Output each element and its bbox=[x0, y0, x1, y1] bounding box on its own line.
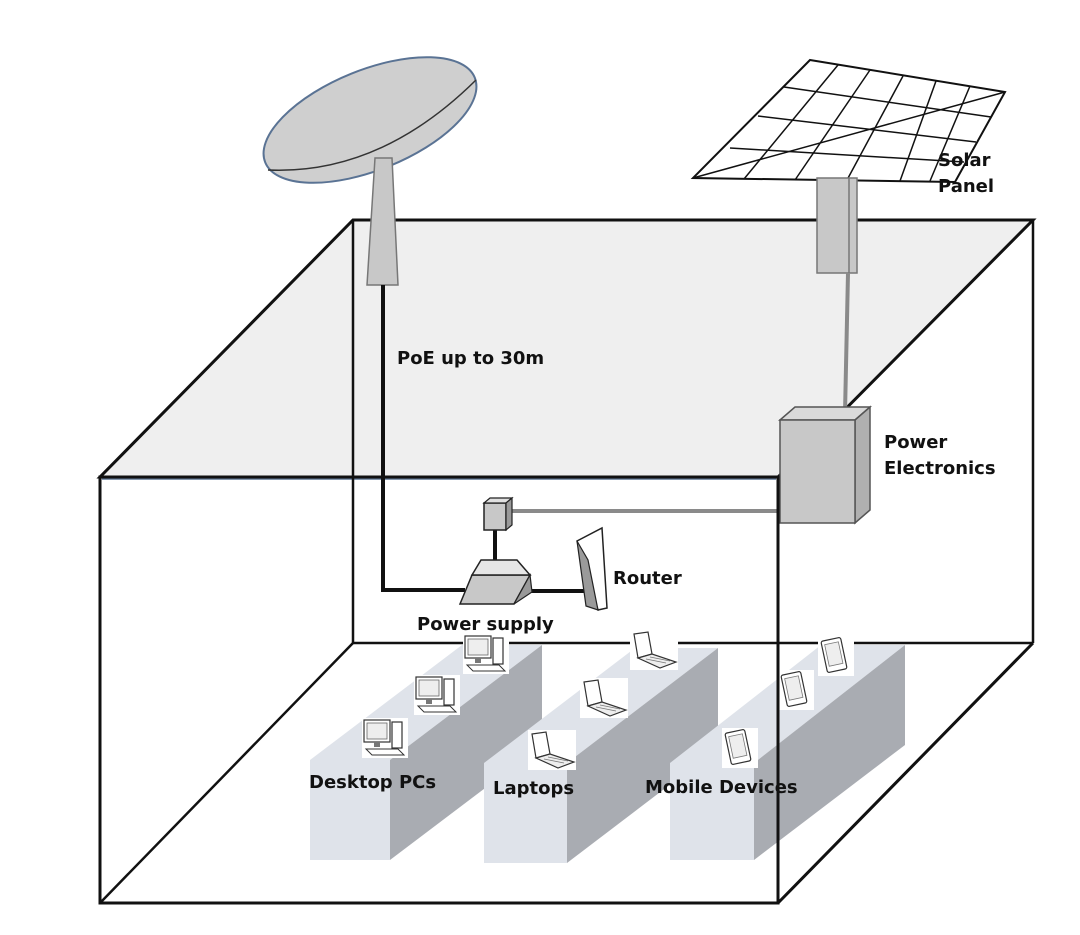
power-electronics-box bbox=[777, 405, 873, 525]
solar-panel-label-line2: Panel bbox=[938, 176, 995, 197]
poe-label: PoE up to 30m bbox=[397, 348, 545, 369]
desktop-pc-icon bbox=[414, 675, 460, 715]
power-electronics-label: Power Electronics bbox=[884, 430, 996, 482]
router-device bbox=[576, 526, 608, 611]
mobile-device-icon bbox=[722, 728, 758, 768]
power-supply-unit bbox=[458, 559, 533, 605]
laptop-icon bbox=[630, 630, 678, 670]
mobile-devices-label: Mobile Devices bbox=[645, 777, 798, 798]
converter-box bbox=[482, 496, 514, 532]
dish-mast bbox=[366, 157, 399, 286]
solar-panel bbox=[690, 58, 1007, 274]
desktop-pcs-label: Desktop PCs bbox=[309, 772, 437, 793]
solar-panel-label-line1: Solar bbox=[938, 150, 991, 171]
gray-cable-solar-to-electronics bbox=[843, 272, 850, 414]
desktop-pc-icon bbox=[463, 634, 509, 674]
power-electronics-label-line1: Power bbox=[884, 432, 948, 453]
solar-panel-label: Solar Panel bbox=[938, 148, 994, 200]
laptop-icon bbox=[528, 730, 576, 770]
satellite-dish bbox=[262, 56, 478, 286]
room-floor-left-edge bbox=[99, 642, 354, 904]
mobile-device-icon bbox=[818, 636, 854, 676]
power-supply-label: Power supply bbox=[417, 614, 554, 635]
laptop-icon bbox=[580, 678, 628, 718]
poe-cable bbox=[381, 285, 465, 592]
power-electronics-label-line2: Electronics bbox=[884, 458, 996, 479]
mobile-device-icon bbox=[778, 670, 814, 710]
desktop-pc-icon bbox=[362, 718, 408, 758]
laptops-label: Laptops bbox=[493, 778, 575, 799]
room-front-face bbox=[98, 475, 780, 905]
router-label: Router bbox=[613, 568, 682, 589]
solar-mount bbox=[816, 177, 858, 274]
room-floor-right-edge bbox=[776, 641, 1035, 905]
